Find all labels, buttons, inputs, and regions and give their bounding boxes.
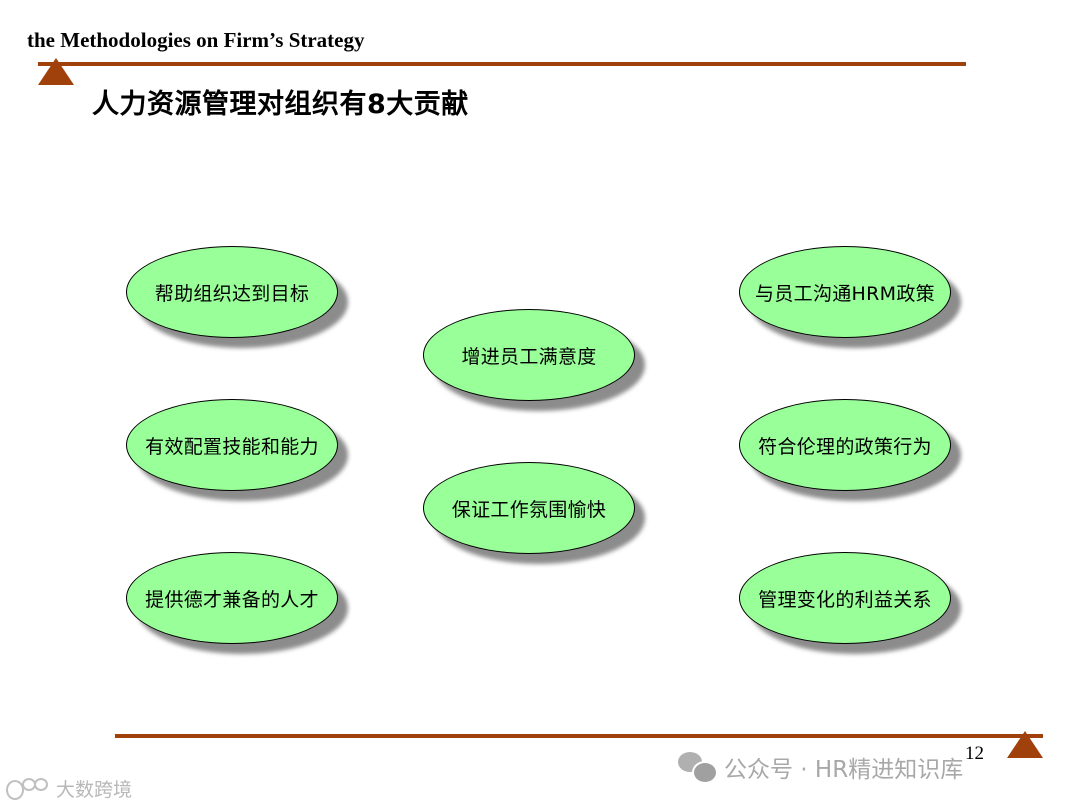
bubble-provide-talent: 提供德才兼备的人才	[126, 552, 348, 654]
wechat-icon	[678, 752, 718, 784]
bubble-label: 帮助组织达到目标	[154, 282, 310, 305]
page-number: 12	[965, 743, 984, 764]
bubble-label: 管理变化的利益关系	[758, 588, 932, 611]
bubble-employee-satisfaction: 增进员工满意度	[423, 309, 645, 411]
header-title: the Methodologies on Firm’s Strategy	[27, 28, 365, 52]
bubble-pleasant-atmosphere: 保证工作氛围愉快	[423, 462, 645, 564]
bubble-label: 与员工沟通HRM政策	[755, 282, 935, 305]
bottom-divider	[115, 734, 1043, 738]
watermark-wechat: 公众号 · HR精进知识库	[678, 750, 963, 784]
bubble-manage-change: 管理变化的利益关系	[739, 552, 961, 654]
bubble-communicate-hrm: 与员工沟通HRM政策	[739, 246, 961, 348]
triangle-marker-icon	[38, 58, 74, 85]
bubble-allocate-skills: 有效配置技能和能力	[126, 399, 348, 501]
slide-title: 人力资源管理对组织有8大贡献	[92, 89, 469, 120]
watermark-text: 公众号 · HR精进知识库	[724, 757, 964, 783]
triangle-marker-icon	[1007, 731, 1043, 758]
top-divider	[38, 62, 966, 66]
watermark-text: 大数跨境	[56, 779, 133, 801]
watermark-brand: 大数跨境	[6, 775, 132, 802]
bubble-label: 提供德才兼备的人才	[145, 588, 319, 611]
bubble-label: 符合伦理的政策行为	[758, 435, 932, 458]
bubble-help-org-goals: 帮助组织达到目标	[126, 246, 348, 348]
bubble-label: 有效配置技能和能力	[145, 435, 319, 458]
brand-logo-icon	[6, 777, 50, 800]
bubble-label: 增进员工满意度	[461, 345, 597, 368]
bubble-ethical-policy: 符合伦理的政策行为	[739, 399, 961, 501]
bubble-label: 保证工作氛围愉快	[451, 498, 607, 521]
